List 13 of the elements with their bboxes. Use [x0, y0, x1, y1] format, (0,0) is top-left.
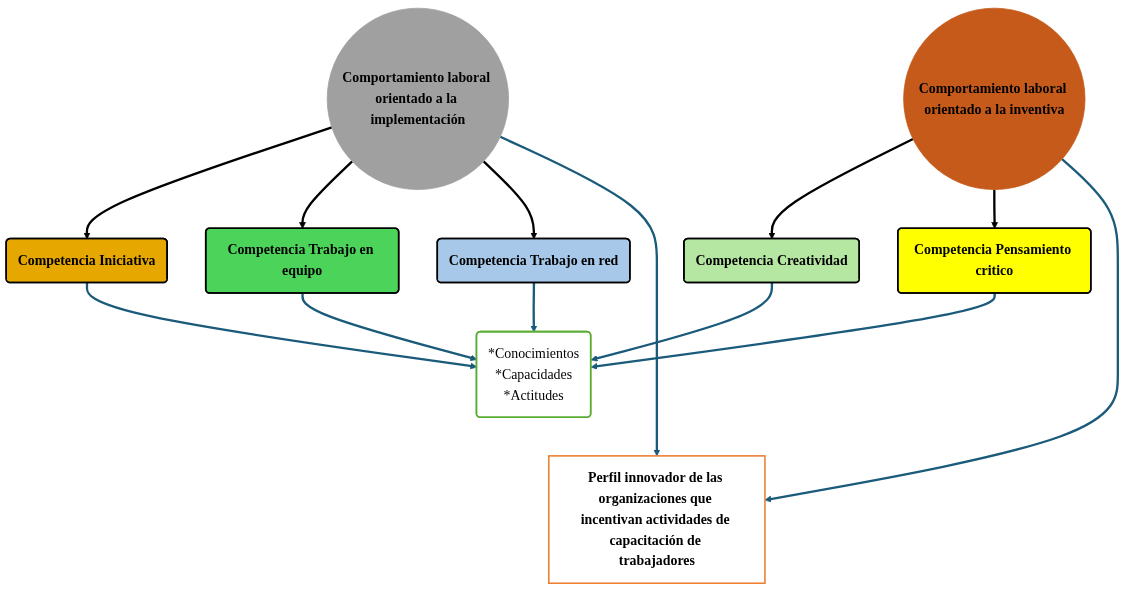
arrow	[530, 283, 538, 333]
arrow	[83, 126, 333, 240]
arrow	[590, 283, 774, 362]
arrow	[768, 138, 914, 240]
arrow	[299, 160, 353, 230]
arrow	[590, 293, 996, 370]
arrow	[991, 189, 998, 230]
node-circle: Comportamiento laboral orientado a la implementación	[326, 8, 509, 191]
node-circle: Comportamiento laboral orientado a la inventiva	[903, 8, 1086, 191]
arrow	[482, 160, 538, 240]
arrow	[499, 136, 661, 457]
arrow	[764, 158, 1119, 503]
node-box: Perfil innovador de las organizaciones que incentivan actividades de capacitación de trabajadores	[548, 455, 766, 585]
